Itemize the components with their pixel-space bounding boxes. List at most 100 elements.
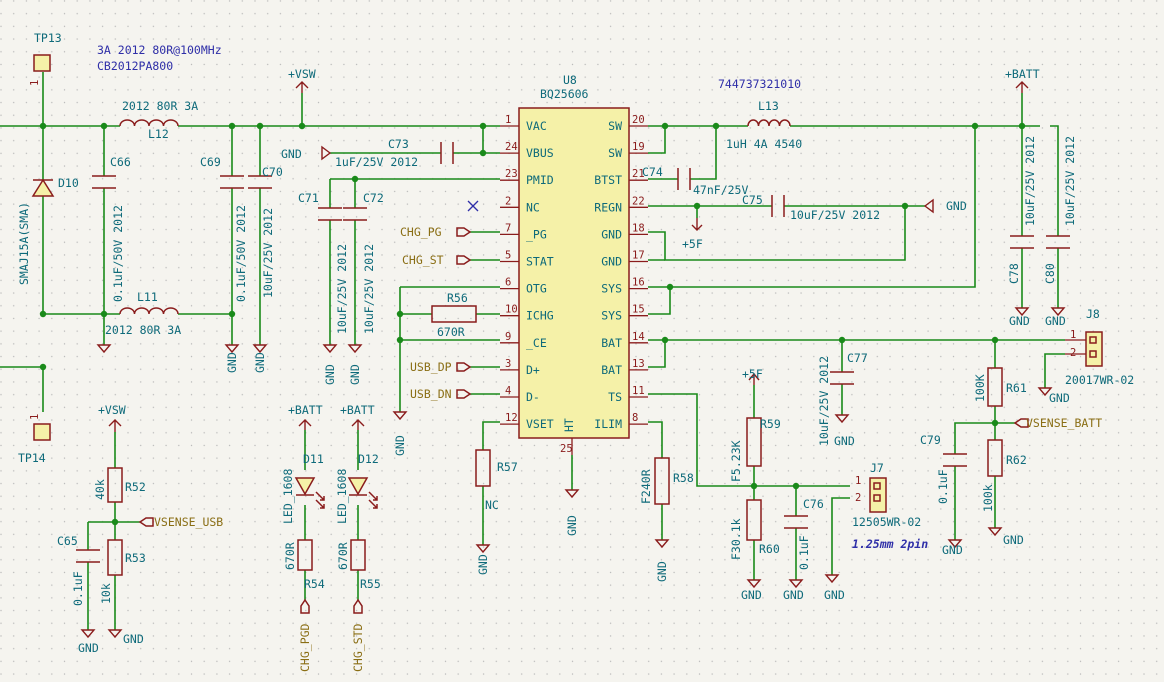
pin-number: 4 [505,385,511,397]
svg-text:GND: GND [565,515,579,536]
c69-value: 0.1uF/50V 2012 [234,205,248,302]
r53-value: 10k [99,583,113,604]
pin-name: SW [608,146,622,160]
svg-text:GND: GND [123,632,144,646]
cap-c66[interactable]: C66 0.1uF/50V 2012 [92,155,131,302]
r61-ref: R61 [1006,381,1027,395]
cap-c78[interactable]: C78 10uF/25V 2012 [1007,136,1037,284]
cap-c72[interactable]: C72 10uF/25V 2012 [343,191,384,334]
pin-number: 19 [632,141,645,153]
tp13[interactable]: TP13 1 [29,31,62,86]
pin-number: 23 [505,168,518,180]
pin-number: 9 [505,331,511,343]
ic-ref: U8 [563,73,577,87]
resistor-r55[interactable]: R55 670R [336,539,381,591]
pin-name: ILIM [594,417,622,431]
resistor-r52[interactable]: R52 40k [93,467,146,503]
cap-c65[interactable]: C65 0.1uF [57,534,100,606]
svg-text:GND: GND [225,352,239,373]
pin-number: 1 [1070,329,1076,341]
svg-text:GND: GND [253,352,267,373]
j8-value: 20017WR-02 [1065,373,1134,387]
resistor-r56[interactable]: R56 670R [431,291,477,339]
l13-part: 744737321010 [718,77,801,91]
pin-name: D+ [526,363,540,377]
diode-d10[interactable]: D10 SMAJ15A(SMA) [17,176,79,285]
ic-right-pins: 20SW19SW21BTST22REGN18GND17GND16SYS15SYS… [594,114,648,431]
inductor-l13[interactable]: 744737321010 L13 1uH 4A 4540 [718,77,802,151]
c79-value: 0.1uF [936,469,950,504]
inductor-l12[interactable]: 2012 80R 3A L12 [119,99,198,141]
svg-text:GND: GND [78,641,99,655]
r57-ref: R57 [497,460,518,474]
l12-ref: L12 [148,127,169,141]
inductor-l11[interactable]: L11 2012 80R 3A [105,290,181,337]
resistor-r58[interactable]: R58 F240R [639,457,694,505]
svg-text:+BATT: +BATT [340,403,375,417]
r52-ref: R52 [125,480,146,494]
cap-c76[interactable]: C76 0.1uF [784,497,824,570]
pin-number: 13 [632,358,645,370]
power-batt-d12: +BATT [340,403,375,430]
svg-text:GND: GND [1045,314,1066,328]
d12-value: LED_1608 [335,469,349,524]
resistor-r57[interactable]: R57 NC [475,449,518,512]
pin-name: VAC [526,119,547,133]
cap-c69[interactable]: C69 0.1uF/50V 2012 [200,155,248,302]
svg-text:VSENSE_BATT: VSENSE_BATT [1026,416,1102,430]
svg-text:GND: GND [1009,314,1030,328]
cap-c73[interactable]: C73 1uF/25V 2012 [335,137,454,169]
resistor-r53[interactable]: R53 10k [99,539,146,604]
ferrite-note: 3A 2012 80R@100MHz [97,43,222,57]
pin-name: REGN [594,200,622,214]
cap-c79[interactable]: C79 0.1uF [920,433,967,504]
tp14[interactable]: TP14 1 [18,414,51,465]
power-vsw-bottom: +VSW [98,403,126,432]
c77-value: 10uF/25V 2012 [817,356,831,446]
connector-j8[interactable]: J8 1 2 20017WR-02 [1065,307,1134,387]
ic-value: BQ25606 [540,87,589,101]
pin-name: SYS [601,282,622,296]
svg-text:+5F: +5F [742,367,763,381]
resistor-r62[interactable]: R62 100k [981,439,1027,512]
nc-marker [467,200,479,212]
r56-value: 670R [437,325,465,339]
resistor-r54[interactable]: R54 670R [283,539,325,591]
connector-j7[interactable]: J7 1 2 12505WR-02 1.25mm 2pin [852,461,928,551]
l13-ref: L13 [758,99,779,113]
c72-value: 10uF/25V 2012 [362,244,376,334]
resistor-r61[interactable]: R61 100K [973,367,1027,407]
r60-value: F30.1k [729,518,743,560]
svg-text:+VSW: +VSW [288,67,316,81]
pin-number: 16 [632,277,645,289]
l12-value: 2012 80R 3A [122,99,198,113]
r52-value: 40k [93,479,107,500]
pin-name: STAT [526,255,554,269]
resistor-r59[interactable]: R59 F5.23K [729,417,781,482]
cap-c70[interactable]: C70 10uF/25V 2012 [248,165,283,298]
c75-ref: C75 [742,193,763,207]
led-d11[interactable]: D11 LED_1608 [281,452,325,524]
led-d12[interactable]: D12 LED_1608 [335,452,379,524]
power-5f-regn: +5F [682,218,703,251]
resistor-r60[interactable]: R60 F30.1k [729,499,780,560]
c77-ref: C77 [847,351,868,365]
j7-note: 1.25mm 2pin [852,537,928,551]
pin-name: NC [526,200,540,214]
pin-number: 5 [505,250,511,262]
c66-value: 0.1uF/50V 2012 [111,205,125,302]
wires [0,72,1065,630]
cap-c80[interactable]: C80 10uF/25V 2012 [1043,136,1077,284]
r54-ref: R54 [304,577,325,591]
c73-ref: C73 [388,137,409,151]
cap-c77[interactable]: C77 10uF/25V 2012 [817,351,868,446]
c72-ref: C72 [363,191,384,205]
cap-c74[interactable]: C74 47nF/25V [642,165,748,197]
svg-text:+VSW: +VSW [98,403,126,417]
r62-value: 100k [981,484,995,512]
cap-c71[interactable]: C71 10uF/25V 2012 [298,191,349,334]
pin-name: OTG [526,282,547,296]
cap-c75[interactable]: C75 10uF/25V 2012 [742,193,880,222]
